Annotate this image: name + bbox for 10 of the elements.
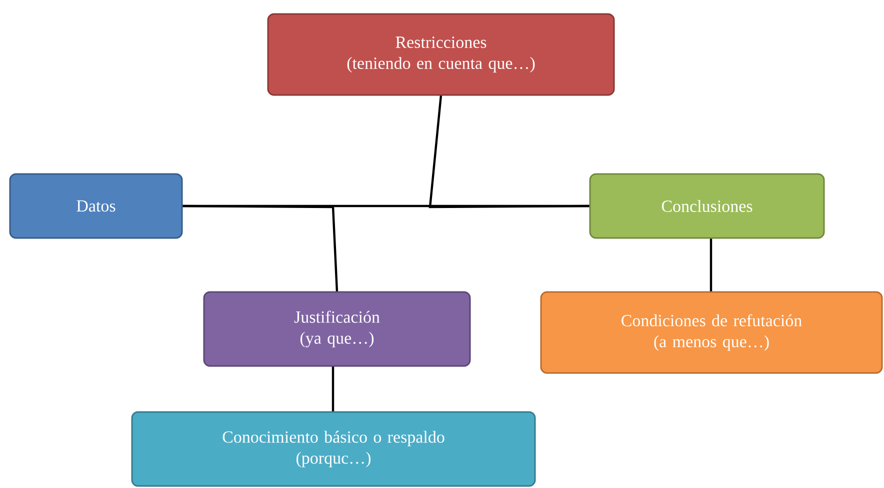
connector-line: [182, 204, 338, 292]
process-box: Conocimiento básico o respaldo (porquc…): [131, 411, 536, 487]
process-box: Condiciones de refutación (a menos que…): [540, 291, 883, 374]
process-box: Restricciones (teniendo en cuenta que…): [267, 13, 615, 96]
process-box: Datos: [9, 173, 183, 239]
connector-line: [332, 366, 334, 412]
process-box: Justificación (ya que…): [203, 291, 471, 367]
connector-line: [710, 238, 712, 292]
process-box: Conclusiones: [589, 173, 825, 239]
connector-line: [428, 95, 590, 208]
